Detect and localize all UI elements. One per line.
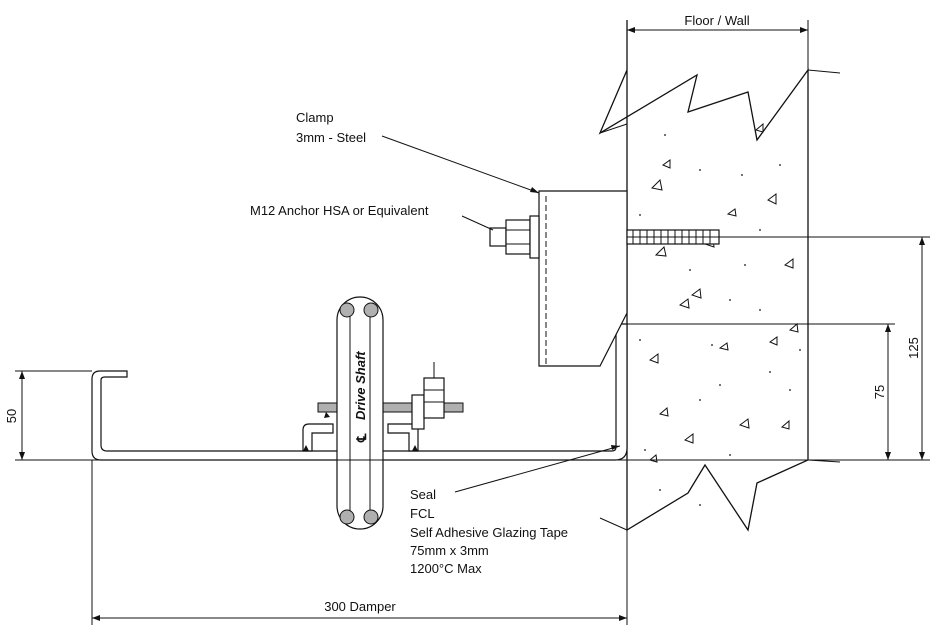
clamp-material-label: 3mm - Steel — [296, 130, 366, 145]
seal-size-label: 75mm x 3mm — [410, 543, 489, 558]
flange-height-label: 50 — [4, 409, 19, 423]
anchor-label: M12 Anchor HSA or Equivalent — [250, 203, 429, 218]
seal-callout: Seal FCL Self Adhesive Glazing Tape 75mm… — [410, 445, 621, 576]
dimension-50: 50 — [4, 371, 25, 460]
dim-75-label: 75 — [872, 385, 887, 399]
dimension-floor-wall: Floor / Wall — [627, 13, 808, 33]
clamp-callout: Clamp 3mm - Steel — [296, 110, 540, 194]
floor-wall-label: Floor / Wall — [684, 13, 749, 28]
clamp — [538, 190, 628, 367]
concrete-dots — [639, 134, 801, 506]
damper-width-label: 300 Damper — [324, 599, 396, 614]
seal-temperature-label: 1200°C Max — [410, 561, 482, 576]
concrete-aggregate — [648, 122, 799, 463]
centerline-symbol: ℄ — [354, 433, 369, 443]
dimension-125: 125 — [906, 237, 925, 460]
seal-type-label: FCL — [410, 506, 435, 521]
dimension-75: 75 — [872, 324, 891, 460]
drive-shaft: Drive Shaft ℄ — [336, 296, 384, 530]
dim-125-label: 125 — [906, 337, 921, 359]
seal-label: Seal — [410, 487, 436, 502]
clamp-label: Clamp — [296, 110, 334, 125]
concrete-wall — [598, 20, 841, 532]
extension-lines — [15, 20, 930, 625]
seal-description-label: Self Adhesive Glazing Tape — [410, 525, 568, 540]
dimension-300-damper: 300 Damper — [92, 599, 627, 621]
bracket-arrows — [303, 412, 418, 451]
drive-shaft-label: Drive Shaft — [353, 351, 368, 420]
anchor-callout: M12 Anchor HSA or Equivalent — [250, 203, 494, 231]
